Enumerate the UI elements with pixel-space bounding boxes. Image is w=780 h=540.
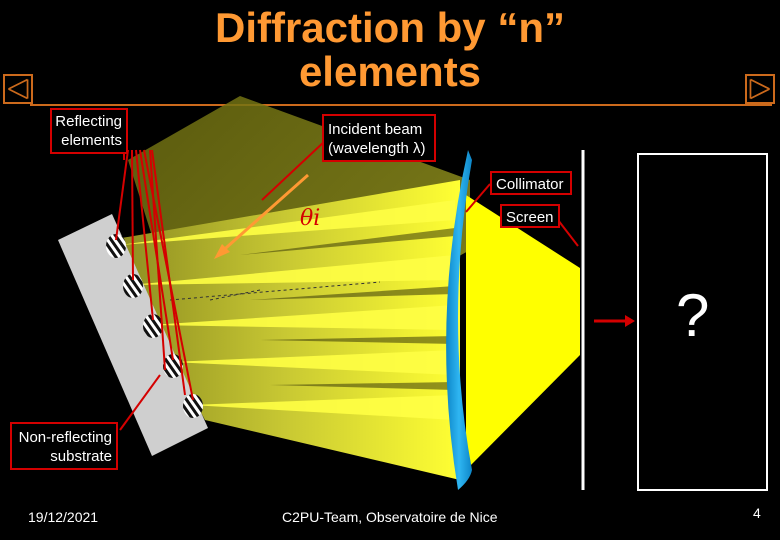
label-line: (wavelength λ) [328, 140, 426, 157]
label-line: Non-reflecting [18, 429, 112, 446]
label-line: substrate [50, 448, 112, 465]
reflecting-element [143, 314, 163, 338]
observation-screen [637, 153, 768, 491]
reflecting-element [183, 394, 203, 418]
reflecting-elements-label: Reflecting elements [50, 108, 128, 154]
slide-title: Diffraction by “n” elements [150, 6, 630, 94]
title-text: Diffraction by “n” elements [214, 4, 565, 95]
non-reflecting-substrate-label: Non-reflecting substrate [10, 422, 118, 470]
collimator-lens [446, 150, 472, 490]
next-slide-button[interactable] [745, 74, 775, 104]
reflecting-elements [106, 234, 203, 418]
label-line: Incident beam [328, 121, 423, 138]
question-text: ? [676, 282, 710, 349]
non-reflecting-substrate-plate [58, 214, 208, 456]
beam-dark-gaps [240, 228, 455, 390]
title-divider [30, 104, 772, 106]
footer-date: 19/12/2021 [28, 509, 98, 525]
label-line: Reflecting [55, 113, 122, 130]
footer-credit: C2PU-Team, Observatoire de Nice [282, 509, 498, 525]
previous-slide-button[interactable] [3, 74, 33, 104]
pointer-arrows [115, 139, 635, 431]
credit-text: C2PU-Team, Observatoire de Nice [282, 509, 498, 525]
incident-beam-label: Incident beam (wavelength λ) [322, 114, 436, 162]
page-number: 4 [753, 505, 761, 521]
screen-label: Screen [500, 204, 560, 228]
label-line: elements [61, 132, 122, 149]
beam-rays [120, 200, 455, 420]
collimator-label: Collimator [490, 171, 572, 195]
theta-text: θi [300, 206, 321, 231]
date-text: 19/12/2021 [28, 509, 99, 525]
geometry-guides [169, 281, 381, 301]
label-text: Collimator [496, 176, 564, 193]
focused-beam [466, 195, 580, 470]
reflecting-element [106, 234, 126, 258]
question-mark: ? [676, 286, 709, 346]
page-number-text: 4 [753, 505, 761, 521]
reflecting-element [163, 354, 183, 378]
triangle-left-icon [8, 78, 29, 100]
label-text: Screen [506, 209, 554, 226]
reflecting-element [123, 274, 143, 298]
wavefront-arrow [214, 173, 309, 259]
theta-label: θi [300, 206, 320, 231]
triangle-right-icon [749, 78, 770, 100]
